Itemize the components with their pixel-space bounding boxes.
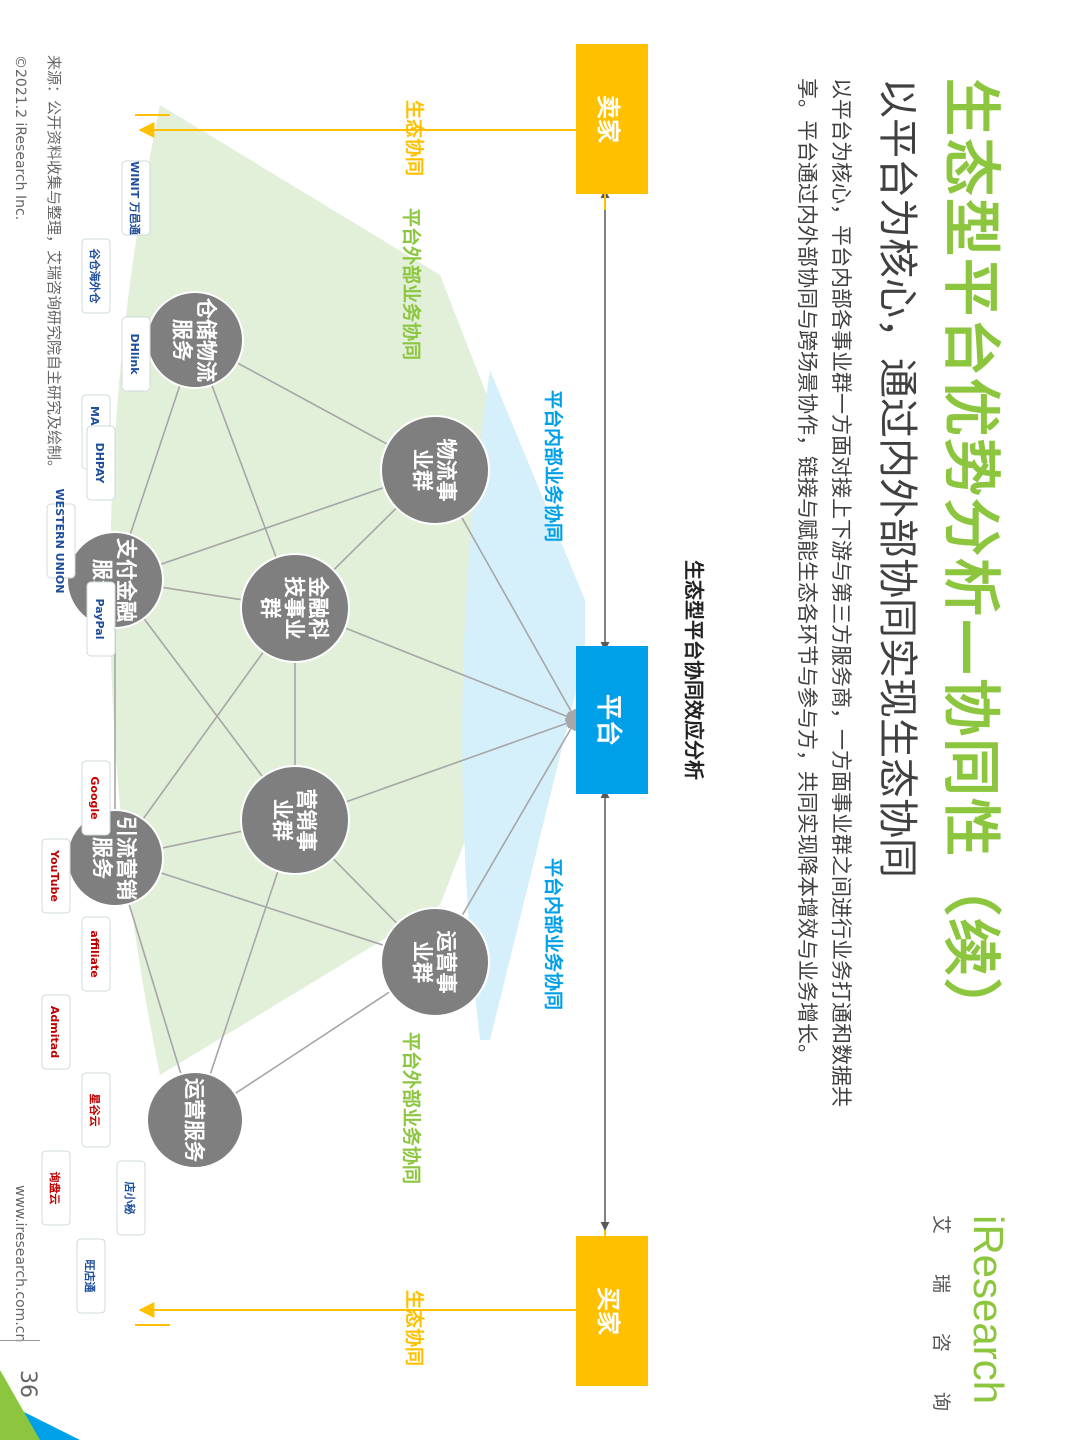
- partner-logo-marketing-4: 星谷云: [81, 1072, 111, 1148]
- external-service-2-label: 引流营销服务: [90, 816, 138, 900]
- internal-group-0: 物流事业群: [380, 415, 490, 525]
- partner-logo-label: 旺店通: [83, 1260, 97, 1293]
- external-label-left: 平台外部业务协同: [400, 208, 423, 360]
- partner-logo-marketing-5: 询盘云: [41, 1150, 71, 1226]
- internal-external-3-2: [113, 855, 437, 965]
- internal-group-2-circle: [240, 765, 350, 875]
- internal-group-1: 金融科技事业群: [240, 553, 350, 663]
- partner-logo-warehouse-1: 谷仓海外仓: [81, 238, 111, 314]
- page-number: 36: [15, 1370, 40, 1398]
- partner-logo-label: Google: [88, 776, 101, 819]
- partner-logo-marketing-2: affiliate: [81, 916, 111, 992]
- platform-label: 平台: [593, 694, 624, 746]
- buyer-node: 买家: [576, 1236, 648, 1386]
- partner-logo-label: Admitad: [48, 1006, 61, 1058]
- partner-logo-marketing-0: Google: [81, 760, 111, 836]
- external-service-2: 引流营销服务: [66, 809, 164, 907]
- partner-logo-label: DHPAY: [93, 443, 106, 485]
- internal-group-1-label: 金融科技事业群: [258, 576, 330, 640]
- eco-label-right: 生态协同: [403, 1290, 426, 1366]
- internal-label-right: 平台内部业务协同: [542, 858, 565, 1010]
- seller-label: 卖家: [594, 95, 622, 143]
- external-service-3-circle: [146, 1071, 244, 1169]
- internal-group-0-label: 物流事业群: [410, 439, 458, 502]
- partner-logo-label: 询盘云: [48, 1172, 62, 1205]
- partner-logo-warehouse-0: WINIT 万邑通: [121, 160, 151, 236]
- external-label-right: 平台外部业务协同: [400, 1032, 423, 1184]
- partner-logo-payment-0: DHPAY: [86, 425, 116, 501]
- partner-logo-label: WESTERN UNION: [53, 489, 66, 594]
- internal-group-0-circle: [380, 415, 490, 525]
- partner-logo-payment-2: PayPal: [86, 581, 116, 657]
- buyer-label: 买家: [594, 1287, 622, 1335]
- partner-logo-label: YouTube: [48, 849, 61, 902]
- internal-group-1-circle: [240, 553, 350, 663]
- footer-divider: [0, 1340, 40, 1341]
- partner-logo-label: 谷仓海外仓: [88, 249, 102, 305]
- external-service-0-label: 仓储物流服务: [170, 297, 218, 382]
- internal-label-left: 平台内部业务协同: [542, 390, 565, 542]
- internal-group-2-label: 营销事业群: [270, 789, 318, 852]
- internal-group-3-label: 运营事业群: [410, 931, 458, 994]
- internal-group-3-circle: [380, 907, 490, 1017]
- partner-logo-label: affiliate: [88, 930, 101, 977]
- partner-logo-marketing-1: YouTube: [41, 838, 71, 914]
- partner-logo-label: DHlink: [128, 333, 141, 375]
- partner-logo-warehouse-2: DHlink: [121, 316, 151, 392]
- internal-group-2: 营销事业群: [240, 765, 350, 875]
- copyright: ©2021.2 iResearch Inc.: [12, 55, 28, 221]
- seller-node: 卖家: [576, 44, 648, 194]
- source-note: 来源：公开资料收集与整理，艾瑞咨询研究院自主研究及绘制。: [45, 55, 63, 476]
- partner-logo-payment-1: WESTERN UNION: [46, 489, 76, 594]
- external-service-3: 运营服务: [146, 1071, 244, 1169]
- partner-logos: WINIT 万邑通谷仓海外仓DHlinkMAERSKDHPAYWESTERN U…: [41, 160, 151, 1314]
- internal-group-3: 运营事业群: [380, 907, 490, 1017]
- partner-logo-marketing-3: Admitad: [41, 994, 71, 1070]
- partner-logo-label: WINIT 万邑通: [128, 161, 141, 235]
- external-service-0: 仓储物流服务: [146, 291, 244, 389]
- partner-logo-label: 星谷云: [88, 1094, 102, 1127]
- external-service-3-label: 运营服务: [182, 1078, 206, 1163]
- eco-connector-right: [138, 1230, 606, 1318]
- partner-logo-operation-1: 旺店通: [76, 1238, 106, 1314]
- eco-label-left: 生态协同: [403, 100, 426, 176]
- partner-logo-label: 店小秘: [123, 1182, 137, 1215]
- website: www.iresearch.com.cn: [12, 1185, 28, 1343]
- platform-node: 平台: [576, 646, 648, 794]
- partner-logo-label: PayPal: [93, 599, 106, 640]
- partner-logo-operation-0: 店小秘: [116, 1160, 146, 1236]
